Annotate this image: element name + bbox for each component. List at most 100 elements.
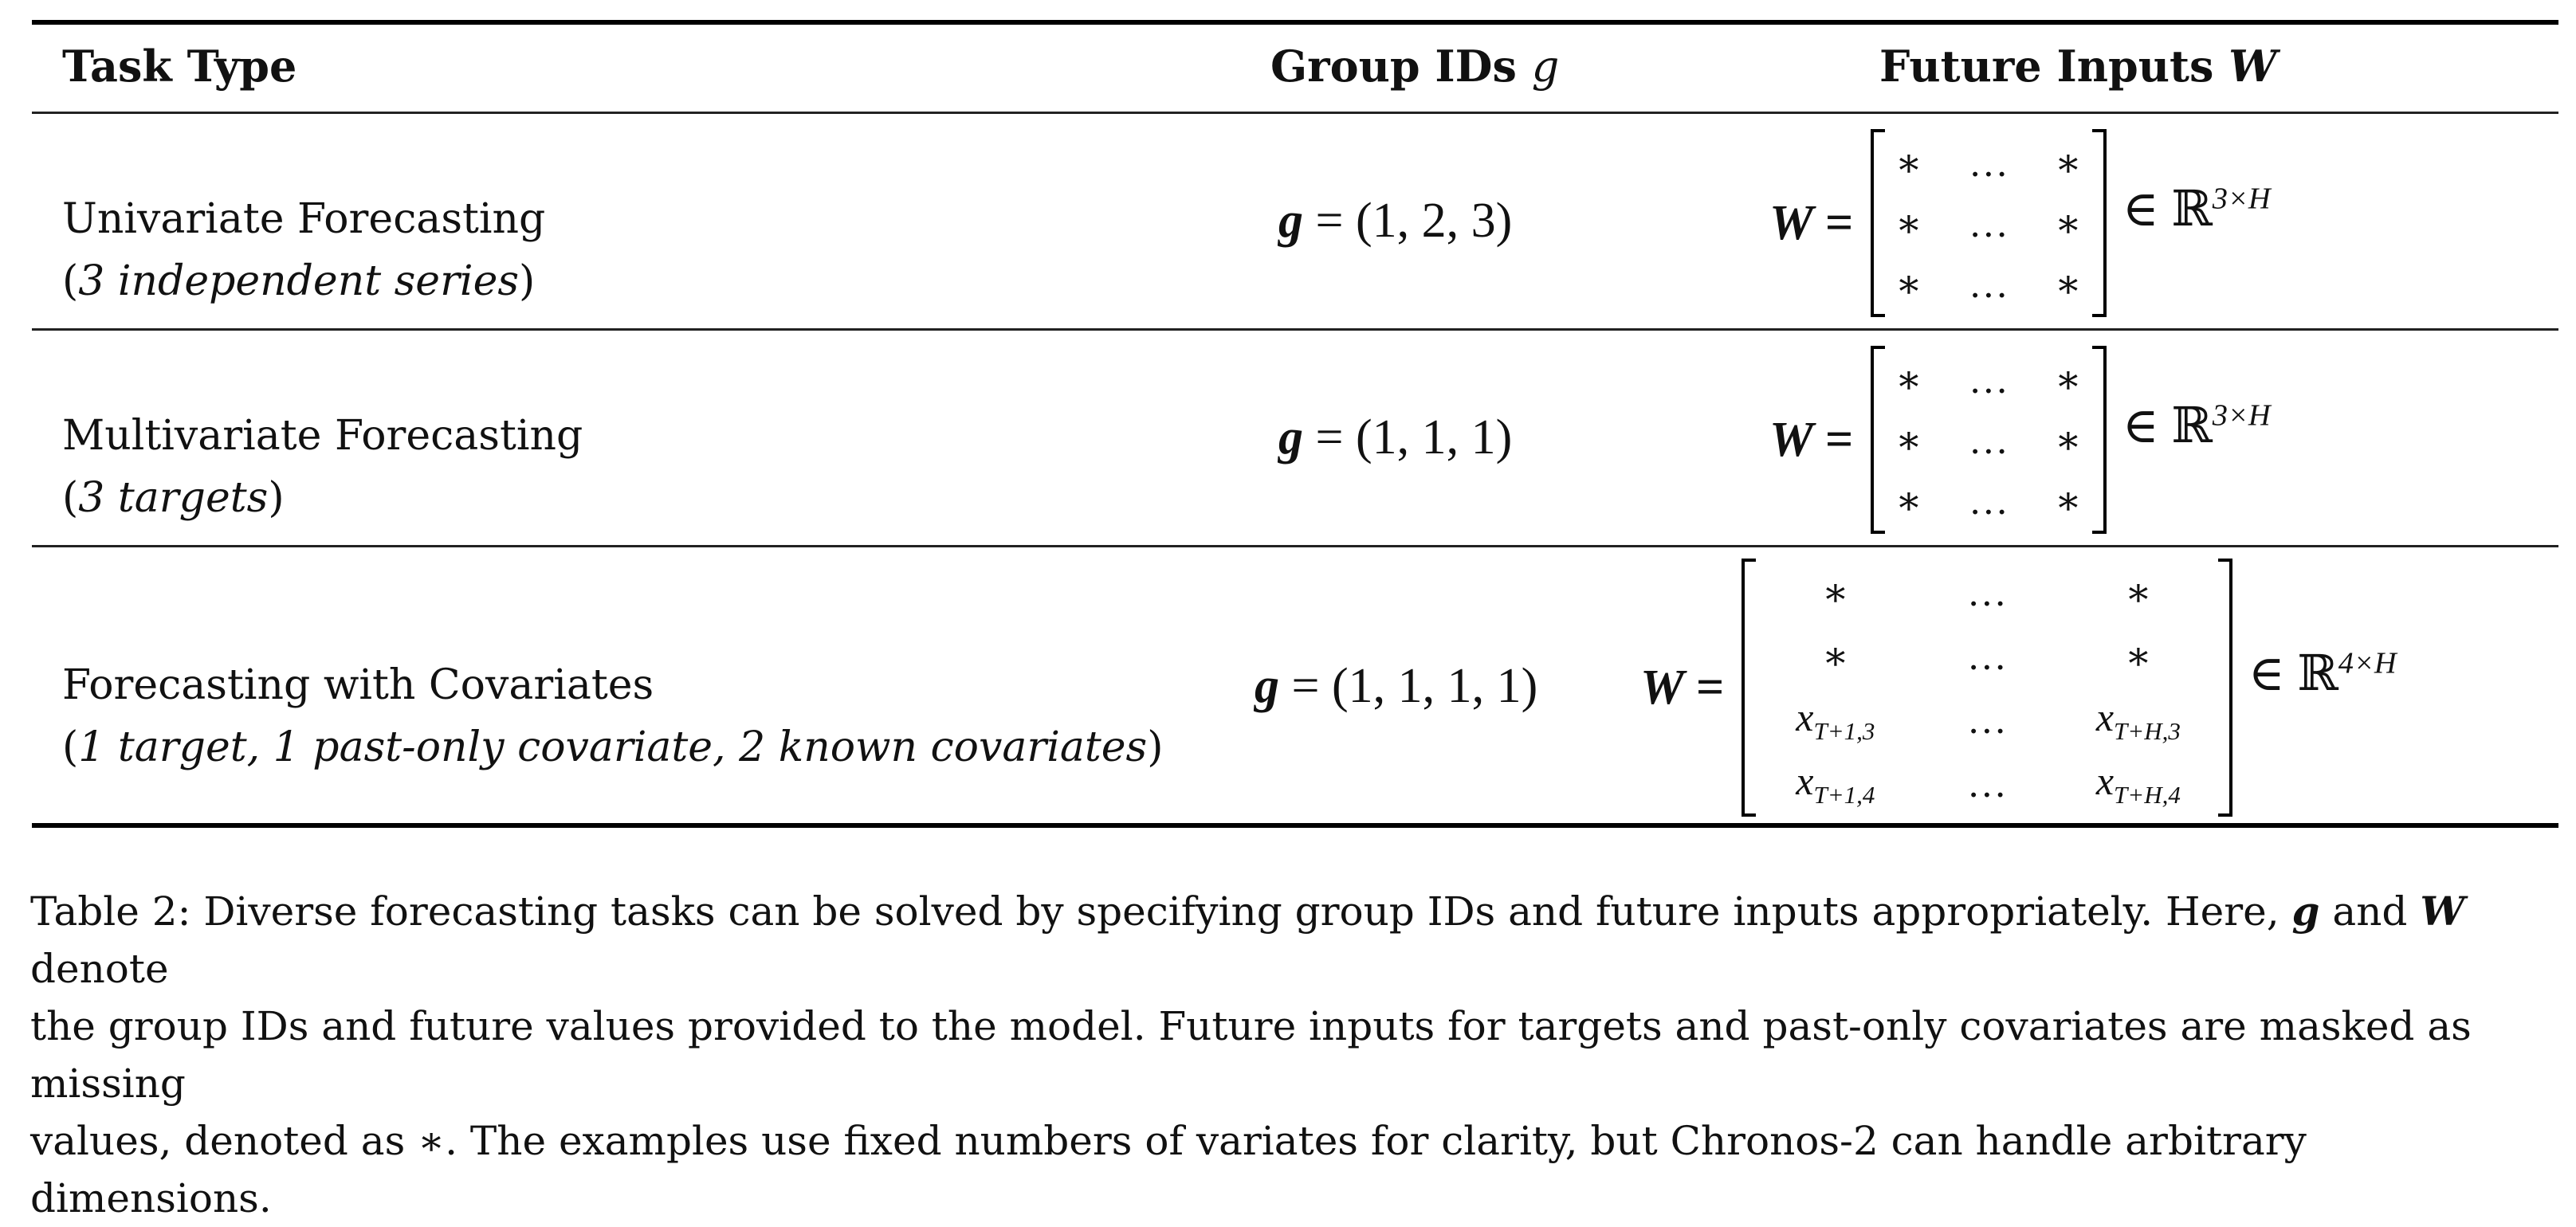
matrix-cell: ∗ bbox=[1756, 569, 1915, 615]
header-future-inputs-symbol: W bbox=[2228, 41, 2277, 92]
row-1-task: Univariate Forecasting bbox=[62, 195, 546, 243]
matrix-cell: ∗ bbox=[1895, 201, 1922, 245]
table-row-divider-2 bbox=[32, 545, 2558, 547]
left-bracket bbox=[1741, 559, 1756, 817]
matrix-cell: ∗ bbox=[2054, 140, 2082, 185]
caption-text: denote bbox=[30, 946, 169, 992]
row-1-space-dim: 3×H bbox=[2212, 182, 2271, 216]
matrix-cell: ∗ bbox=[2054, 261, 2082, 306]
row-2-matrix-grid: ∗ … ∗ ∗ … ∗ ∗ … ∗ bbox=[1885, 349, 2092, 531]
left-bracket bbox=[1870, 129, 1885, 317]
matrix-cell-base: x bbox=[2095, 758, 2115, 803]
matrix-cell: … bbox=[1968, 417, 2009, 462]
matrix-cell: ∗ bbox=[2054, 201, 2082, 245]
matrix-cell-base: ∗ bbox=[2124, 570, 2152, 614]
row-2-space: ∈ ℝ3×H bbox=[2122, 396, 2271, 455]
row-3-detail: (1 target, 1 past-only covariate, 2 know… bbox=[62, 723, 1164, 771]
table-top-rule bbox=[32, 20, 2558, 25]
matrix-cell: ∗ bbox=[2054, 478, 2082, 523]
row-2-task: Multivariate Forecasting bbox=[62, 412, 583, 460]
row-2-space-dim: 3×H bbox=[2212, 398, 2271, 433]
row-2-group-ids: g = (1, 1, 1) bbox=[1278, 410, 1513, 465]
matrix-cell: xT+1,4 bbox=[1756, 758, 1915, 810]
matrix-cell: … bbox=[1968, 478, 2009, 523]
row-1-detail: (3 independent series) bbox=[62, 257, 536, 305]
header-group-ids: Group IDs g bbox=[1270, 38, 1559, 95]
matrix-cell: xT+1,3 bbox=[1756, 694, 1915, 746]
row-1-matrix-lhs: W = bbox=[1769, 195, 1853, 250]
row-3-matrix-grid: ∗ … ∗ ∗ … ∗ xT+1,3 … xT+H,3 xT+1,4 … xT+… bbox=[1756, 560, 2218, 815]
matrix-cell-base: ∗ bbox=[1821, 633, 1849, 678]
row-3-future-inputs-matrix: W = ∗ … ∗ ∗ … ∗ xT+1,3 … xT+H,3 xT+1,4 …… bbox=[1640, 558, 2397, 817]
table-header-rule bbox=[32, 112, 2558, 114]
matrix-cell: … bbox=[1915, 760, 2059, 806]
table-row-divider-1 bbox=[32, 328, 2558, 331]
matrix-cell: ∗ bbox=[1895, 417, 1922, 462]
matrix-cell: … bbox=[1968, 261, 2009, 306]
row-1-matrix-grid: ∗ … ∗ ∗ … ∗ ∗ … ∗ bbox=[1885, 132, 2092, 314]
real-space-symbol: ∈ ℝ bbox=[2122, 182, 2213, 237]
matrix-cell: … bbox=[1968, 357, 2009, 402]
caption-text: Diverse forecasting tasks can be solved … bbox=[203, 888, 2292, 935]
header-future-inputs: Future Inputs W bbox=[1879, 38, 2277, 94]
matrix-cell-base: … bbox=[1966, 633, 2007, 678]
row-1-group-ids: g = (1, 2, 3) bbox=[1278, 194, 1513, 248]
caption-line-3: values, denoted as ∗. The examples use f… bbox=[30, 1118, 2307, 1221]
matrix-cell: … bbox=[1968, 140, 2009, 185]
matrix-cell-base: ∗ bbox=[2124, 633, 2152, 678]
row-3-task: Forecasting with Covariates bbox=[62, 661, 654, 709]
matrix-cell: … bbox=[1968, 201, 2009, 245]
matrix-cell: ∗ bbox=[2054, 357, 2082, 402]
matrix-cell-base: x bbox=[2095, 694, 2115, 739]
matrix-cell: ∗ bbox=[1895, 357, 1922, 402]
row-3-group-ids: g = (1, 1, 1, 1) bbox=[1255, 659, 1538, 713]
matrix-cell-base: x bbox=[1796, 694, 1814, 739]
matrix-cell-base: … bbox=[1966, 761, 2007, 806]
matrix-cell: ∗ bbox=[1756, 633, 1915, 679]
row-2-matrix-lhs: W = bbox=[1769, 412, 1853, 467]
matrix-cell-sub: T+H,3 bbox=[2114, 716, 2181, 745]
row-3-detail-text: 1 target, 1 past-only covariate, 2 known… bbox=[78, 723, 1148, 771]
right-bracket bbox=[2091, 129, 2107, 317]
caption-label: Table 2: bbox=[30, 888, 191, 935]
row-1-detail-text: 3 independent series bbox=[78, 257, 520, 305]
header-group-ids-label: Group IDs bbox=[1270, 41, 1532, 92]
matrix-cell: ∗ bbox=[2054, 417, 2082, 462]
real-space-symbol: ∈ ℝ bbox=[2122, 399, 2213, 453]
matrix-cell: xT+H,3 bbox=[2059, 694, 2218, 746]
matrix-cell: ∗ bbox=[1895, 261, 1922, 306]
matrix-cell: … bbox=[1915, 569, 2059, 615]
row-2-detail: (3 targets) bbox=[62, 474, 285, 522]
matrix-cell-base: … bbox=[1966, 697, 2007, 742]
row-3-space-dim: 4×H bbox=[2338, 646, 2397, 680]
caption-line-2: the group IDs and future values provided… bbox=[30, 1003, 2472, 1107]
row-1-space: ∈ ℝ3×H bbox=[2122, 179, 2271, 238]
matrix-cell: ∗ bbox=[1895, 478, 1922, 523]
row-2-future-inputs-matrix: W = ∗ … ∗ ∗ … ∗ ∗ … ∗ ∈ ℝ3×H bbox=[1769, 344, 2271, 535]
matrix-cell: xT+H,4 bbox=[2059, 758, 2218, 810]
matrix-cell-sub: T+1,4 bbox=[1813, 780, 1875, 809]
matrix-cell: … bbox=[1915, 633, 2059, 679]
matrix-cell: … bbox=[1915, 696, 2059, 743]
table-bottom-rule bbox=[32, 823, 2558, 828]
row-3-space: ∈ ℝ4×H bbox=[2248, 644, 2397, 703]
caption-line-1: Table 2: Diverse forecasting tasks can b… bbox=[30, 883, 2549, 998]
matrix-cell-base: ∗ bbox=[1821, 570, 1849, 614]
right-bracket bbox=[2091, 346, 2107, 534]
real-space-symbol: ∈ ℝ bbox=[2248, 647, 2338, 701]
matrix-cell-sub: T+1,3 bbox=[1813, 716, 1875, 745]
row-3-matrix-lhs: W = bbox=[1640, 660, 1724, 715]
matrix-cell-sub: T+H,4 bbox=[2114, 780, 2181, 809]
header-future-inputs-label: Future Inputs bbox=[1879, 41, 2229, 92]
header-group-ids-symbol: g bbox=[1531, 41, 1560, 92]
matrix-cell: ∗ bbox=[1895, 140, 1922, 185]
header-task-type: Task Type bbox=[62, 41, 297, 92]
row-2-detail-text: 3 targets bbox=[78, 474, 269, 522]
left-bracket bbox=[1870, 346, 1885, 534]
caption-w-symbol: W bbox=[2420, 888, 2465, 935]
right-bracket bbox=[2217, 559, 2232, 817]
matrix-cell-base: x bbox=[1796, 758, 1814, 803]
table-caption: Table 2: Diverse forecasting tasks can b… bbox=[30, 883, 2549, 1227]
matrix-cell-base: … bbox=[1966, 570, 2007, 614]
matrix-cell: ∗ bbox=[2059, 633, 2218, 679]
